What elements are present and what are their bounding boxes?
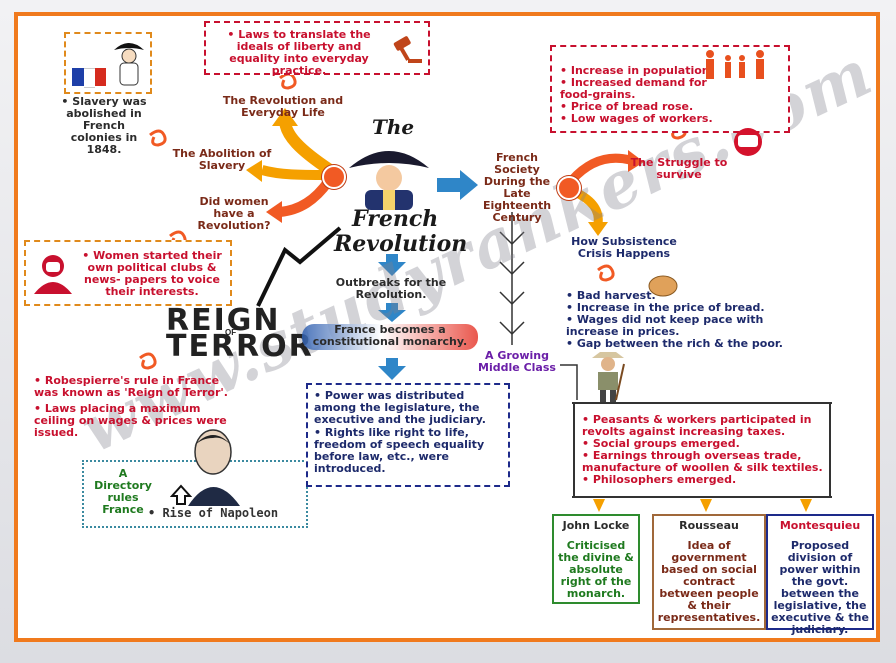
society-label: French Society During the Late Eighteent… — [482, 151, 552, 224]
directory-text: A Directory rules France — [94, 467, 152, 516]
subsistence-label: How Subsistence Crisis Happens — [571, 235, 677, 260]
arrow-to-everyday — [279, 119, 334, 175]
arrow-to-society — [437, 170, 478, 200]
reign-of-label: OF — [225, 328, 237, 337]
arrow-head-abolition — [246, 160, 262, 182]
slavery-text: • Slavery was abolished in French coloni… — [61, 95, 147, 156]
rousseau-text: Idea of government based on social contr… — [657, 539, 761, 624]
gavel-icon — [390, 33, 422, 65]
montesquieu-text: Proposed division of power within the go… — [771, 539, 869, 636]
arrow-head-subsistence — [588, 222, 608, 236]
title-french: French — [352, 206, 439, 232]
arrow-to-struggle — [568, 153, 632, 184]
locke-name: John Locke — [562, 519, 630, 532]
society-node — [557, 176, 581, 200]
power-text: • Power was distributed among the legisl… — [314, 389, 486, 426]
women-text: • Women started their own political club… — [82, 249, 222, 298]
napoleon-portrait-icon — [182, 424, 244, 506]
montesquieu-name: Montesquieu — [779, 519, 861, 532]
crisis-list: • Bad harvest. • Increase in the price o… — [566, 290, 816, 350]
locke-text: Criticised the divine & absolute right o… — [558, 539, 634, 600]
arrow-head-struggle — [628, 150, 644, 172]
tricolor-banner — [302, 324, 478, 350]
french-flag-icon — [72, 68, 106, 88]
rousseau-name: Rousseau — [679, 519, 739, 532]
farmer-icon — [586, 350, 630, 402]
laws-text: • Laws to translate the ideals of libert… — [227, 28, 371, 77]
directory-box: A Directory rules France • Rise of Napol… — [82, 460, 308, 528]
woman-icon — [30, 252, 76, 294]
laws-box: • Laws to translate the ideals of libert… — [204, 21, 430, 77]
rousseau-box: Rousseau Idea of government based on soc… — [652, 514, 766, 630]
list-item: • Bad harvest. — [566, 289, 656, 302]
flag-napoleon-box — [64, 32, 152, 94]
struggle-list: • Increase in population. • Increased de… — [560, 65, 740, 125]
abolition-label: The Abolition of Slavery — [172, 147, 272, 172]
women-question-label: Did women have a Revolution? — [197, 195, 271, 232]
list-item: • Social groups emerged. — [582, 437, 740, 450]
arrow-to-women — [279, 178, 333, 217]
power-box: • Power was distributed among the legisl… — [306, 383, 510, 487]
arrow-down-3 — [378, 358, 406, 380]
everyday-life-label: The Revolution and Everyday Life — [222, 94, 344, 119]
napoleon-sketch-icon — [112, 36, 146, 88]
list-item: • Wages did not keep pace with increase … — [566, 313, 764, 338]
center-node-left — [322, 165, 346, 189]
list-item: • Low wages of workers. — [560, 112, 713, 125]
arrow-head-women — [266, 201, 282, 223]
locke-box: John Locke Criticised the divine & absol… — [552, 514, 640, 604]
napoleon-figure-icon — [343, 138, 435, 210]
struggle-label: The Struggle to survive — [630, 156, 728, 181]
family-icon — [702, 49, 772, 81]
reign-connector — [256, 226, 342, 307]
title-the: The — [372, 115, 415, 139]
ceiling-text: • Laws placing a maximum ceiling on wage… — [34, 402, 227, 439]
list-item: • Peasants & workers participated in rev… — [582, 413, 812, 438]
list-item: • Increase in population. — [560, 64, 714, 77]
title-revolution: Revolution — [334, 231, 468, 257]
middle-class-label: A Growing Middle Class — [478, 349, 556, 374]
rights-text: • Rights like right to life, freedom of … — [314, 426, 485, 475]
list-item: • Earnings through overseas trade, manuf… — [582, 449, 823, 474]
outbreaks-label: Outbreaks for the Revolution. — [335, 276, 447, 301]
arrow-down-1 — [378, 254, 406, 276]
constitutional-label: France becomes a constitutional monarchy… — [312, 323, 468, 348]
struggle-box: • Increase in population. • Increased de… — [550, 45, 790, 133]
robespierre-text: • Robespierre's rule in France was known… — [34, 374, 228, 399]
list-item: • Increase in the price of bread. — [566, 301, 765, 314]
list-item: • Price of bread rose. — [560, 100, 694, 113]
list-item: • Increased demand for food-grains. — [560, 76, 707, 101]
arrow-to-abolition — [260, 165, 329, 180]
montesquieu-box: Montesquieu Proposed division of power w… — [766, 514, 874, 636]
up-arrow-icon — [169, 484, 193, 506]
fist-icon — [730, 125, 768, 159]
bread-icon — [648, 274, 678, 298]
arrow-down-2 — [378, 303, 406, 322]
women-box: • Women started their own political club… — [24, 240, 232, 306]
reign-label: REIGN — [166, 303, 281, 338]
list-item: • Gap between the rich & the poor. — [566, 337, 783, 350]
peasant-list: • Peasants & workers participated in rev… — [582, 414, 826, 486]
arrow-head-everyday — [272, 108, 298, 126]
terror-label: TERROR — [166, 329, 314, 364]
list-item: • Philosophers emerged. — [582, 473, 737, 486]
middle-class-line — [560, 364, 578, 400]
napoleon-rise-text: • Rise of Napoleon — [148, 506, 279, 520]
